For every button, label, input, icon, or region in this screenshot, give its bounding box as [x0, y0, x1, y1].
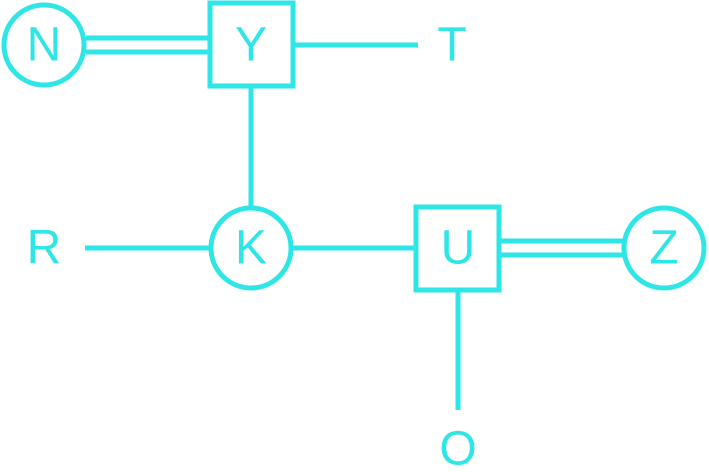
- node-n-label: N: [27, 19, 62, 72]
- node-u-label: U: [441, 222, 476, 275]
- edge-u-z: [500, 238, 624, 258]
- node-u: U: [413, 204, 502, 293]
- node-z: Z: [621, 205, 707, 291]
- node-o-label: O: [439, 423, 476, 472]
- edge-n-y: [86, 35, 210, 55]
- node-r-label: R: [27, 222, 62, 275]
- edges: [85, 35, 624, 410]
- node-y-label: Y: [235, 19, 267, 72]
- node-o: O: [439, 423, 476, 472]
- node-t-label: T: [437, 19, 466, 72]
- node-z-label: Z: [649, 222, 678, 275]
- node-y: Y: [207, 0, 296, 89]
- node-k: K: [208, 205, 294, 291]
- node-r: R: [27, 222, 62, 275]
- node-n: N: [1, 2, 87, 88]
- node-k-label: K: [235, 222, 267, 275]
- node-t: T: [437, 19, 466, 72]
